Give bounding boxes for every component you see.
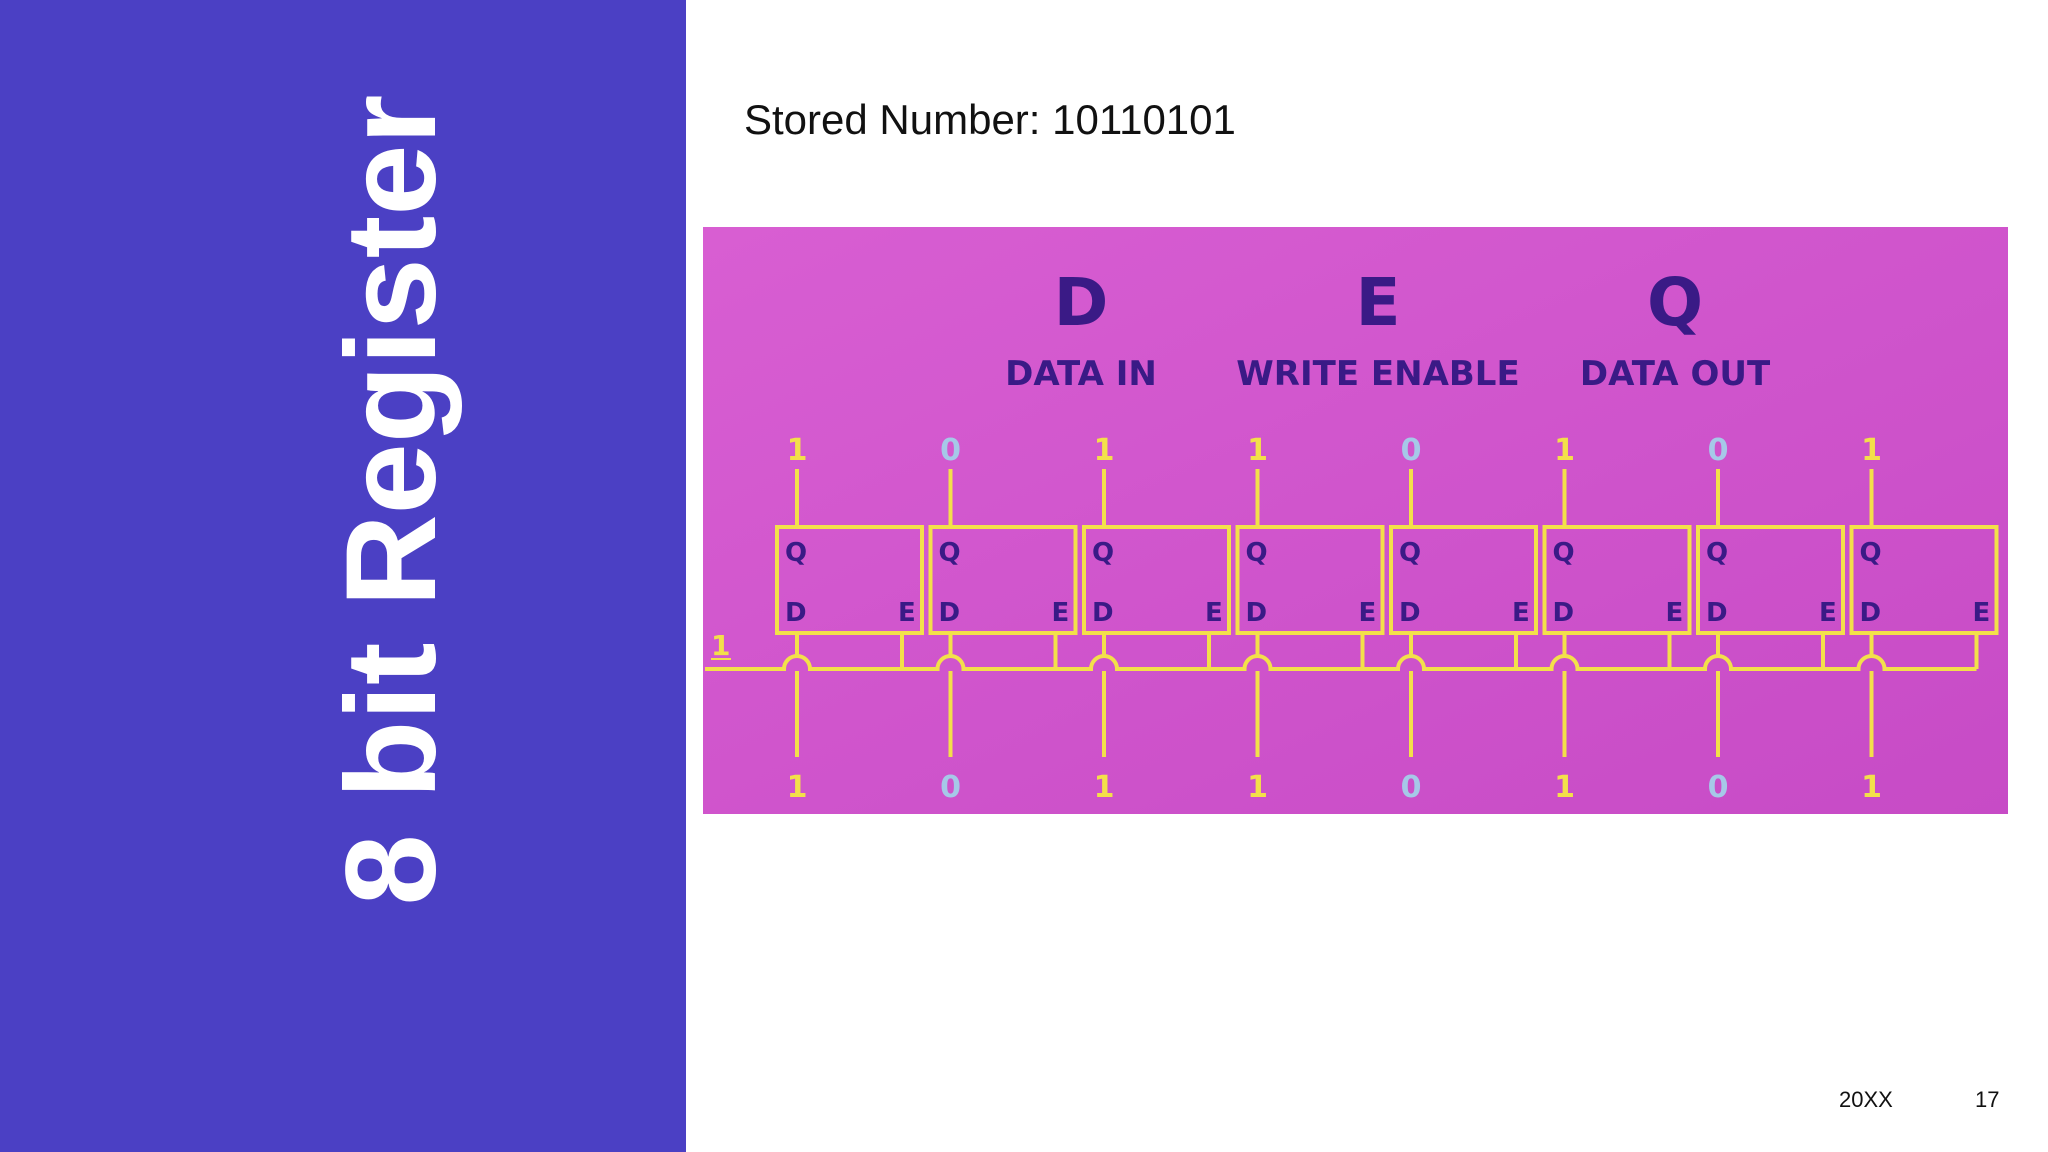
register-cell	[1696, 525, 1845, 635]
register-cell	[775, 525, 924, 635]
cell-d-label: D	[1246, 598, 1268, 628]
legend-caption-e: WRITE ENABLE	[1236, 354, 1519, 394]
cell-q-label: Q	[1246, 538, 1268, 568]
cell-q-label: Q	[1553, 538, 1575, 568]
legend-caption-q: DATA OUT	[1580, 354, 1771, 394]
input-bit-label: 0	[940, 770, 961, 805]
register-cell	[1849, 525, 1999, 635]
cell-d-label: D	[1092, 598, 1114, 628]
legend-letter-q: Q	[1647, 264, 1703, 341]
cell-d-label: D	[1706, 598, 1728, 628]
register-cell	[928, 525, 1078, 635]
input-bit-label: 1	[1861, 770, 1882, 805]
output-bit-label: 1	[787, 433, 808, 468]
output-bit-label: 1	[1861, 433, 1882, 468]
cell-e-label: E	[1205, 598, 1223, 628]
register-cell	[1542, 525, 1692, 635]
legend-caption-d: DATA IN	[1005, 354, 1157, 394]
output-bit-label: 0	[940, 433, 961, 468]
cell-e-label: E	[898, 598, 916, 628]
output-bit-label: 0	[1708, 433, 1729, 468]
output-bit-label: 1	[1247, 433, 1268, 468]
cell-e-label: E	[1052, 598, 1070, 628]
cell-q-label: Q	[785, 538, 807, 568]
cell-e-label: E	[1666, 598, 1684, 628]
cell-d-label: D	[939, 598, 961, 628]
cell-q-label: Q	[1706, 538, 1728, 568]
input-bit-label: 0	[1708, 770, 1729, 805]
cell-q-label: Q	[939, 538, 961, 568]
cell-e-label: E	[1359, 598, 1377, 628]
output-bit-label: 1	[1094, 433, 1115, 468]
diagram-background	[703, 227, 2008, 814]
output-bit-label: 0	[1401, 433, 1422, 468]
cell-d-label: D	[785, 598, 807, 628]
register-cell	[1389, 525, 1538, 635]
input-bit-label: 1	[1247, 770, 1268, 805]
cell-e-label: E	[1512, 598, 1530, 628]
input-bit-label: 1	[1094, 770, 1115, 805]
title-sidebar: 8 bit Register	[0, 0, 686, 1152]
cell-d-label: D	[1399, 598, 1421, 628]
cell-d-label: D	[1860, 598, 1882, 628]
input-bit-label: 0	[1401, 770, 1422, 805]
legend-letter-d: D	[1054, 264, 1109, 341]
cell-e-label: E	[1973, 598, 1991, 628]
cell-q-label: Q	[1860, 538, 1882, 568]
slide-title: 8 bit Register	[320, 94, 463, 906]
legend-letter-e: E	[1355, 264, 1400, 341]
stored-number-label: Stored Number: 10110101	[744, 96, 1236, 143]
input-bit-label: 1	[787, 770, 808, 805]
register-cell	[1235, 525, 1385, 635]
cell-e-label: E	[1819, 598, 1837, 628]
enable-bus-wire	[705, 654, 1977, 671]
output-bit-label: 1	[1554, 433, 1575, 468]
enable-value-label: 1	[711, 629, 730, 662]
cell-d-label: D	[1553, 598, 1575, 628]
page-number: 17	[1975, 1087, 2000, 1112]
cell-q-label: Q	[1399, 538, 1421, 568]
register-cell	[1082, 525, 1231, 635]
footer-date: 20XX	[1839, 1087, 1893, 1112]
cell-q-label: Q	[1092, 538, 1114, 568]
input-bit-label: 1	[1554, 770, 1575, 805]
